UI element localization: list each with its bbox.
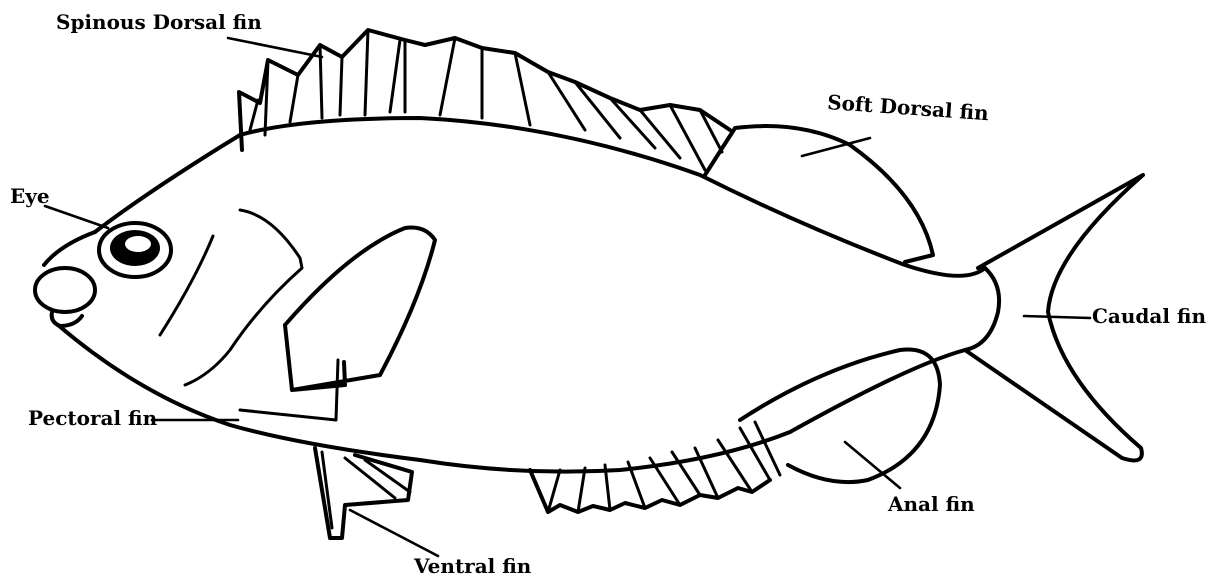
- ventral-fin-label: Ventral fin: [414, 556, 531, 576]
- eye: [99, 223, 171, 277]
- anal-fin-label: Anal fin: [888, 494, 975, 514]
- spinous-dorsal-fin-label: Spinous Dorsal fin: [56, 12, 262, 32]
- eye-label: Eye: [10, 186, 50, 206]
- pectoral-fin: [285, 228, 435, 391]
- caudal-leader: [1024, 316, 1090, 318]
- ventral-fin: [315, 448, 412, 538]
- ventral-leader: [350, 510, 438, 556]
- spinous-dorsal-fin: [239, 30, 730, 170]
- spinous-dorsal-leader: [228, 38, 322, 57]
- snout: [35, 232, 95, 326]
- pectoral-fin-label: Pectoral fin: [28, 408, 157, 428]
- gill-cover: [160, 210, 302, 385]
- caudal-fin-label: Caudal fin: [1092, 306, 1206, 326]
- fish-body-outline: [58, 118, 999, 472]
- eye-leader: [45, 206, 108, 228]
